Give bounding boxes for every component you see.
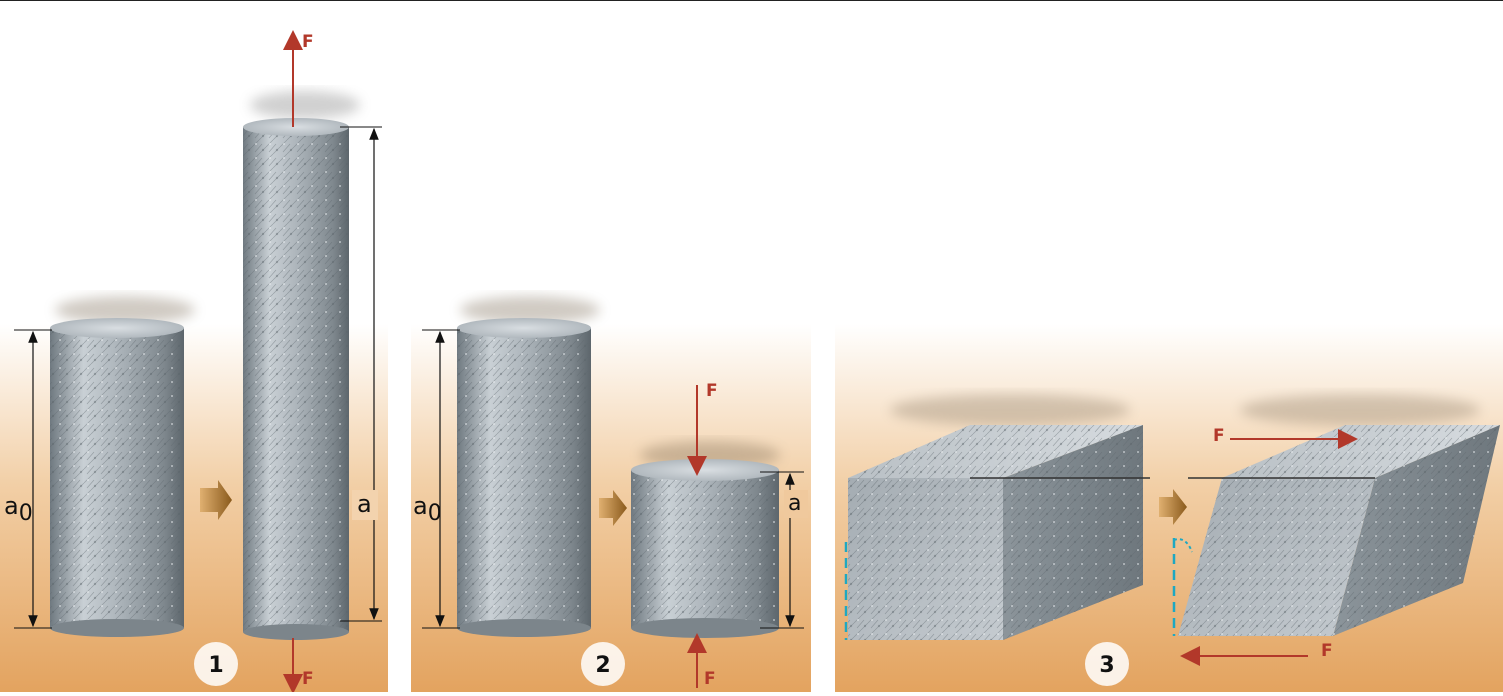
cylinder-initial: [50, 318, 184, 637]
label-a-2: a: [788, 491, 801, 516]
force-label-bottom-1: F: [302, 669, 314, 689]
block-sheared: [1172, 425, 1500, 636]
dimension-a-1: a: [340, 126, 382, 622]
step-arrow-1: [200, 480, 232, 520]
label-a0-1: a0: [4, 492, 33, 526]
panel-1-badge: [194, 642, 238, 686]
panel-2-number: 2: [595, 653, 610, 678]
force-label-top-3: F: [1213, 426, 1225, 446]
dimension-a0-1: a0: [4, 329, 52, 629]
panel-3: F F 3: [844, 394, 1500, 686]
force-label-bottom-3: F: [1321, 641, 1333, 661]
label-a0-2: a0: [413, 492, 442, 526]
cylinder-compressed: [631, 459, 779, 638]
block-initial: [844, 425, 1150, 640]
cylinder-stretched: [243, 118, 349, 640]
panel-3-badge: [1085, 642, 1129, 686]
panel-1-number: 1: [208, 653, 223, 678]
force-label-top-2: F: [706, 381, 718, 401]
panel-3-number: 3: [1099, 653, 1114, 678]
dimension-a-2: a: [760, 471, 808, 629]
step-arrow-3: [1159, 489, 1187, 525]
shear-angle-arc: [1173, 538, 1193, 553]
panel-2-badge: [581, 642, 625, 686]
force-label-top-1: F: [302, 32, 314, 52]
panel-2: a0 F F a 2: [413, 296, 808, 689]
panel-1: a0 F F a 1: [4, 30, 382, 694]
label-a-1: a: [357, 490, 372, 518]
step-arrow-2: [599, 490, 627, 526]
cylinder-initial-2: [457, 318, 591, 637]
dimension-a0-2: a0: [413, 329, 460, 629]
force-label-bottom-2: F: [704, 669, 716, 689]
